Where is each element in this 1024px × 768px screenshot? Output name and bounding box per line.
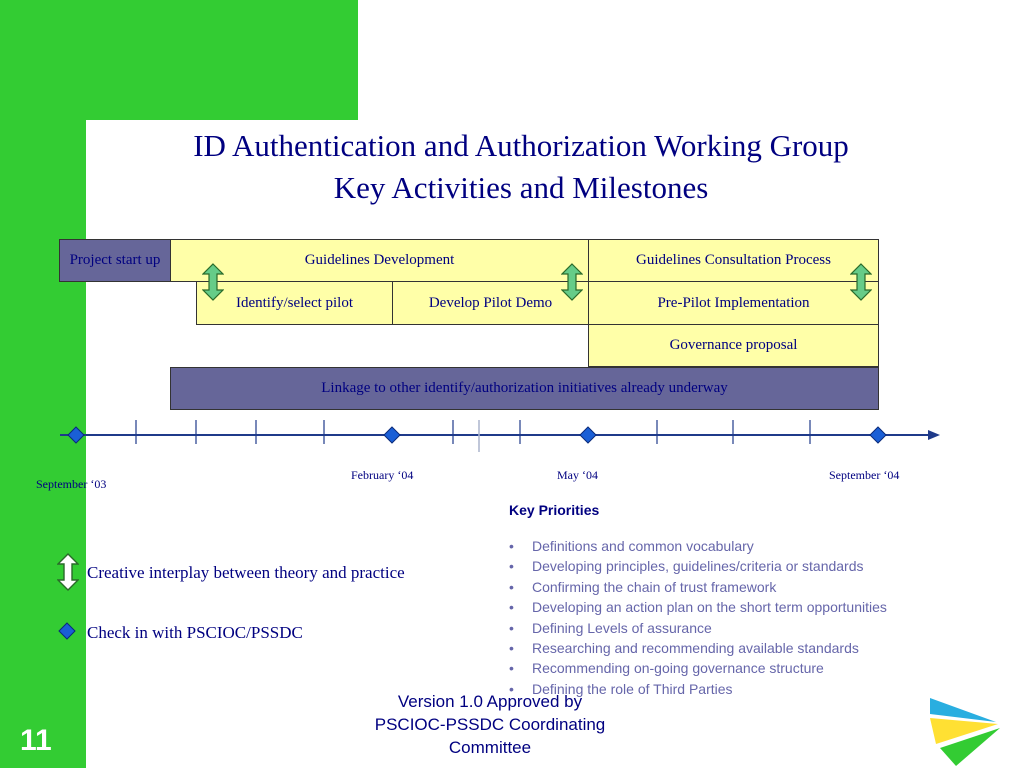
activity-guidelines-consultation: Guidelines Consultation Process: [588, 239, 879, 282]
activity-identify-pilot: Identify/select pilot: [196, 281, 393, 325]
double-arrow-icon: [850, 263, 872, 301]
timeline-arrowhead: [928, 430, 940, 440]
timeline-ticks: [135, 420, 811, 444]
activity-governance-proposal: Governance proposal: [588, 324, 879, 367]
date-label-feb-04: February ‘04: [351, 468, 414, 482]
legend-checkin-label: Check in with PSCIOC/PSSDC: [87, 623, 303, 642]
milestone-diamond-icon: [869, 426, 887, 444]
list-item: Defining Levels of assurance: [509, 618, 887, 639]
version-line-1: Version 1.0 Approved by: [397, 692, 583, 711]
green-accent-sidebar: [0, 0, 86, 768]
slide-title: ID Authentication and Authorization Work…: [193, 128, 849, 163]
version-note: Version 1.0 Approved by PSCIOC-PSSDC Coo…: [340, 690, 640, 759]
version-line-2: PSCIOC-PSSDC Coordinating: [374, 715, 606, 734]
double-arrow-icon: [561, 263, 583, 301]
activity-linkage-initiatives: Linkage to other identify/authorization …: [170, 367, 879, 410]
activity-pre-pilot-implementation: Pre-Pilot Implementation: [588, 281, 879, 325]
list-item: Defining the role of Third Parties: [509, 679, 887, 700]
slide-number: 11: [20, 724, 52, 757]
milestone-diamond-icon: [579, 426, 597, 444]
activity-guidelines-development: Guidelines Development: [170, 239, 589, 282]
milestone-diamond-icon: [67, 426, 85, 444]
activity-develop-pilot-demo: Develop Pilot Demo: [392, 281, 589, 325]
list-item: Confirming the chain of trust framework: [509, 577, 887, 598]
corner-logo: [930, 698, 1000, 766]
legend-interplay-label: Creative interplay between theory and pr…: [87, 563, 405, 582]
legend-double-arrow-icon: [57, 553, 79, 591]
double-arrow-icon: [202, 263, 224, 301]
version-line-3: Committee: [448, 738, 532, 757]
slide-subtitle: Key Activities and Milestones: [333, 170, 709, 205]
timeline: [60, 420, 940, 452]
activity-project-start: Project start up: [59, 239, 171, 282]
milestone-diamond-icon: [383, 426, 401, 444]
key-priorities-title: Key Priorities: [509, 502, 600, 518]
list-item: Developing an action plan on the short t…: [509, 597, 887, 618]
date-label-may-04: May ‘04: [557, 468, 598, 482]
list-item: Recommending on-going governance structu…: [509, 658, 887, 679]
key-priorities-list: Definitions and common vocabulary Develo…: [509, 536, 887, 700]
list-item: Definitions and common vocabulary: [509, 536, 887, 557]
date-label-sep-03: September ‘03: [36, 477, 107, 491]
date-label-sep-04: September ‘04: [829, 468, 900, 482]
list-item: Developing principles, guidelines/criter…: [509, 556, 887, 577]
legend-diamond-icon: [58, 622, 76, 640]
list-item: Researching and recommending available s…: [509, 638, 887, 659]
